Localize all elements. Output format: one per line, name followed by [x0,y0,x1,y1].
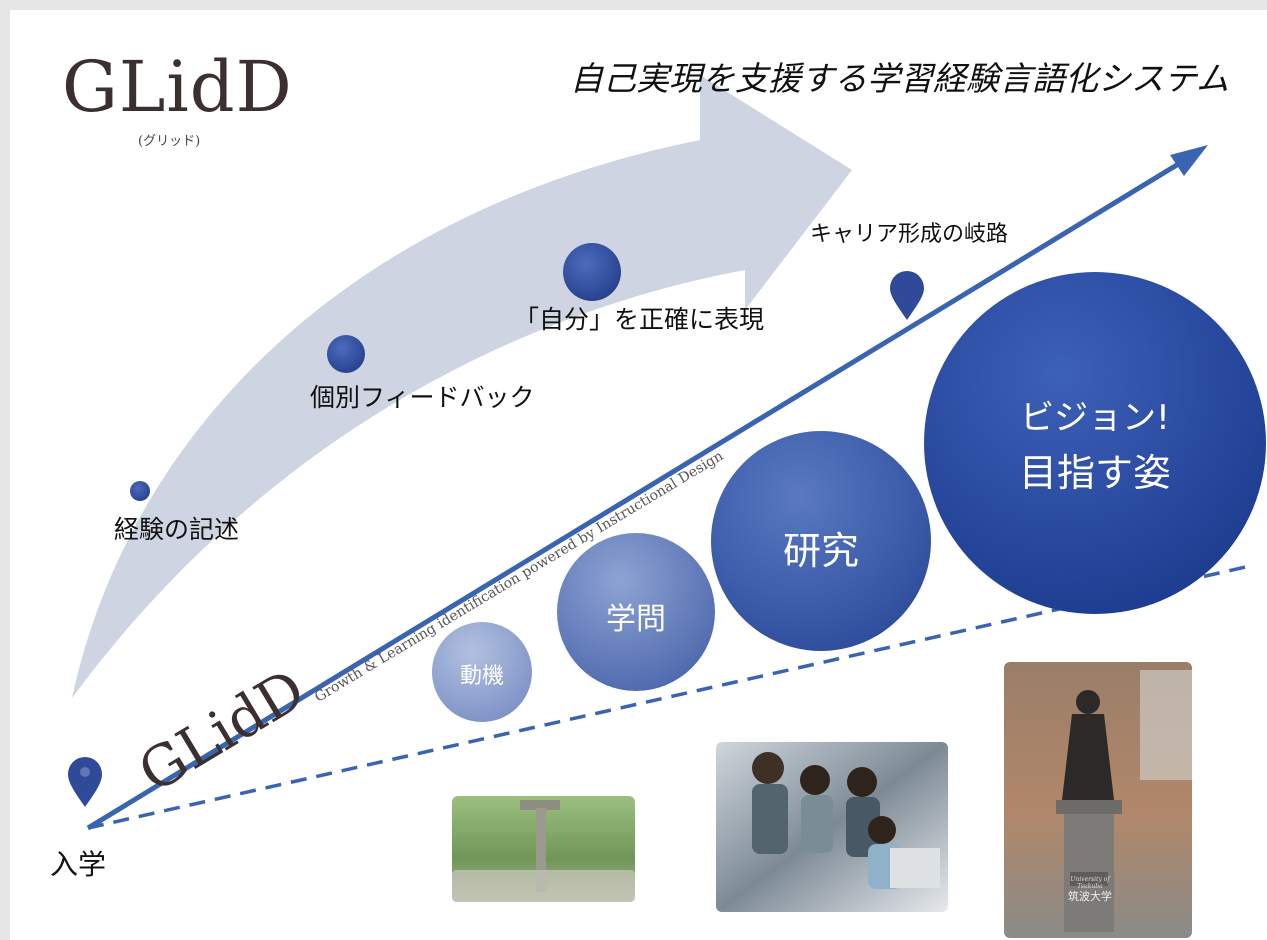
vision-line-2: 目指す姿 [1018,451,1171,495]
logo-text: GLidD [62,46,293,128]
statue-photo [1004,662,1192,938]
map-pin-icon [68,757,102,807]
students-at-computer-photo [716,742,948,912]
circle-study [557,533,715,691]
start-label: 入学 [50,848,107,881]
milestone-dot-1 [130,481,150,501]
dashed-baseline [87,564,1251,830]
circle-label-research: 研究 [782,529,859,573]
big-curved-arrow [72,75,852,698]
growth-arrow-head [1170,145,1208,176]
logo-reading: (グリッド) [138,134,201,149]
growth-arrow-line [86,157,1187,831]
milestone-dot-3 [563,243,621,301]
branch-label: キャリア形成の岐路 [810,222,1009,247]
circle-research [711,431,931,651]
circle-label-study: 学問 [606,602,666,637]
circle-motive [432,622,532,722]
campus-gate-photo [452,796,635,902]
tagline: 自己実現を支援する学習経験言語化システム [570,59,1230,98]
milestone-label-2: 個別フィードバック [310,383,535,412]
vision-line-1: ビジョン! [1020,398,1170,438]
milestone-label-3: 「自分」を正確に表現 [514,305,765,334]
diagram-graphics [68,75,1266,938]
circle-label-motive: 動機 [459,664,504,689]
statue-plaque-japanese: 筑波大学 [1068,890,1112,903]
milestone-dot-2 [327,335,365,373]
milestone-label-1: 経験の記述 [114,515,240,544]
statue-plaque-english: University of Tsukuba [1070,876,1110,890]
map-pin-icon [890,271,924,320]
diagram-canvas: GLidD (グリッド) 自己実現を支援する学習経験言語化システム 経験の記述 … [10,10,1267,940]
circle-vision [924,272,1266,614]
